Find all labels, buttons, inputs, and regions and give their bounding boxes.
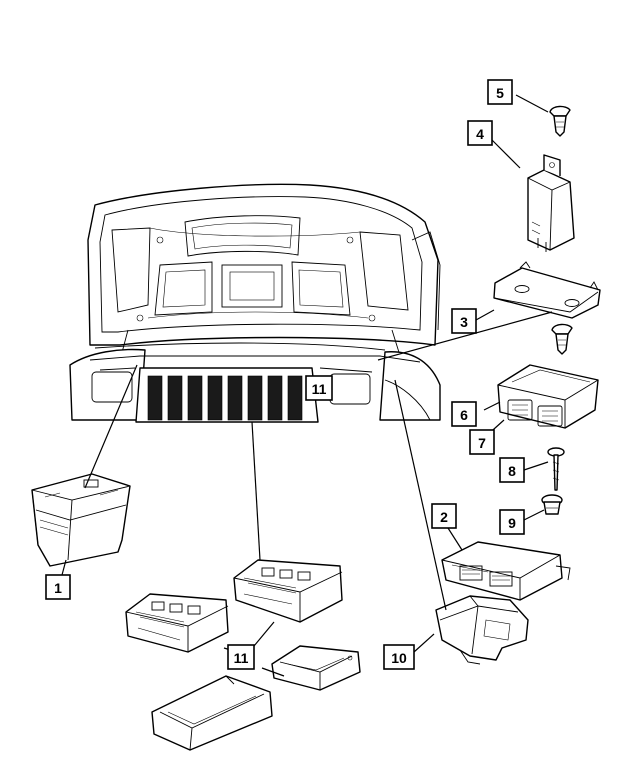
callout-label-8: 8 — [508, 463, 516, 479]
callout-label-9: 9 — [508, 515, 516, 531]
callout-6: 6 — [451, 401, 477, 427]
callout-label-3: 3 — [460, 314, 468, 330]
callout-label-2: 2 — [440, 509, 448, 525]
callout-label-1: 1 — [54, 580, 62, 596]
junction-block-tray — [151, 675, 273, 751]
relay-part-4 — [527, 154, 575, 252]
callout-11-upper: 11 — [305, 375, 333, 401]
callout-label-4: 4 — [476, 126, 484, 142]
callout-10: 10 — [383, 644, 415, 670]
callout-9: 9 — [499, 509, 525, 535]
callout-label-7: 7 — [478, 435, 486, 451]
grille-slots — [147, 375, 303, 421]
callout-11-lower: 11 — [227, 644, 255, 670]
control-module-part-6-7 — [497, 364, 599, 429]
junction-block-upper — [233, 559, 343, 623]
callout-3: 3 — [451, 308, 477, 334]
callout-5: 5 — [487, 79, 513, 105]
leader-lines — [61, 94, 553, 677]
callout-label-11-upper: 11 — [312, 381, 327, 397]
callout-label-10: 10 — [391, 650, 407, 666]
clip-part-9 — [541, 494, 563, 515]
callout-label-5: 5 — [496, 85, 504, 101]
callout-1: 1 — [45, 574, 71, 600]
callout-label-11-lower: 11 — [234, 650, 249, 666]
vehicle-front-illustration — [69, 183, 441, 423]
screw-part-8 — [547, 447, 565, 491]
mounting-bracket-part-10 — [435, 595, 529, 665]
junction-block-cover-small — [271, 645, 361, 691]
callout-7: 7 — [469, 429, 495, 455]
junction-block-lower — [125, 593, 229, 653]
push-pin-lower — [551, 323, 573, 355]
body-control-module-part-2 — [441, 541, 571, 601]
callout-2: 2 — [431, 503, 457, 529]
bracket-part-3 — [493, 261, 601, 319]
callout-8: 8 — [499, 457, 525, 483]
power-module-part-1 — [31, 473, 131, 567]
callout-label-6: 6 — [460, 407, 468, 423]
push-pin-part-5 — [549, 105, 571, 137]
callout-4: 4 — [467, 120, 493, 146]
